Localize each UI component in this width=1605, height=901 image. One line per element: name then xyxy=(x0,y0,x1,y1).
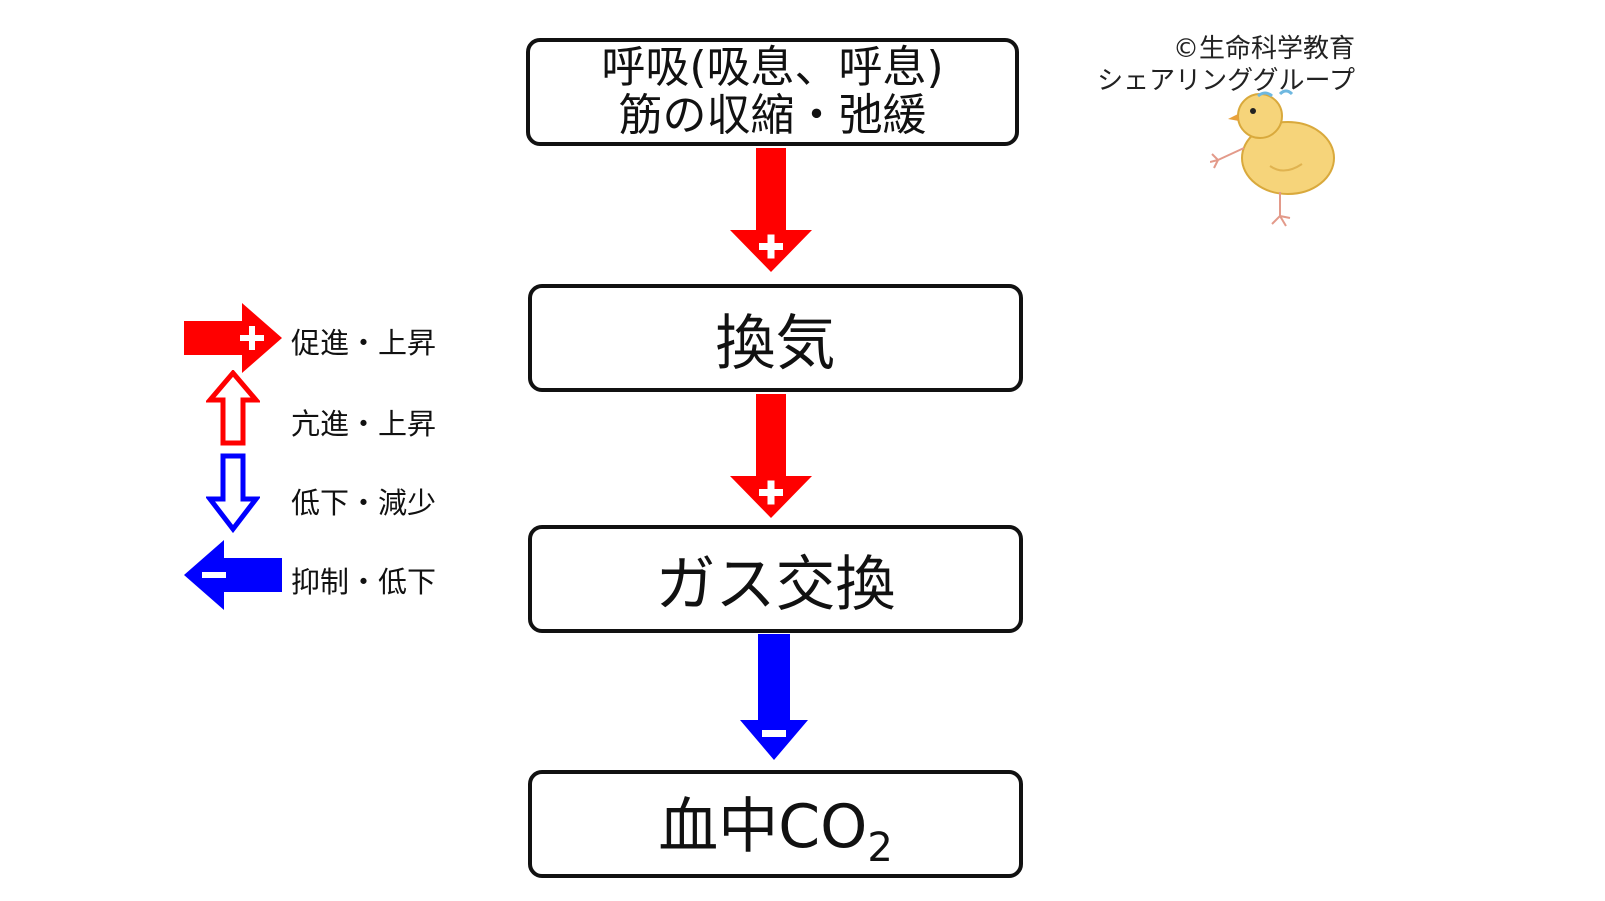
credit-line1: ©生命科学教育 xyxy=(1172,34,1355,64)
box-respiration: 呼吸(吸息、呼息) 筋の収縮・弛緩 xyxy=(526,38,1019,146)
arrow-gas-exchange-to-blood-co2 xyxy=(740,634,808,760)
plus-icon xyxy=(759,480,783,505)
filled-blue-left-arrow-minus-icon xyxy=(184,540,282,610)
filled-red-right-arrow-plus-icon xyxy=(184,303,282,373)
arrow-ventilation-to-gas-exchange xyxy=(730,394,812,518)
box-gas-exchange-label: ガス交換 xyxy=(655,549,896,620)
chick-illustration-icon xyxy=(1210,89,1335,227)
credit-line2: シェアリンググループ xyxy=(1097,66,1355,96)
legend-label-enhance: 亢進・上昇 xyxy=(291,407,437,441)
arrow-respiration-to-ventilation xyxy=(730,148,812,272)
outline-blue-down-arrow-icon xyxy=(206,453,260,533)
box-gas-exchange: ガス交換 xyxy=(528,525,1023,633)
box-blood-co2: 血中CO2 xyxy=(528,770,1023,878)
outline-red-up-arrow-icon xyxy=(206,370,260,446)
legend-label-suppress: 抑制・低下 xyxy=(291,565,437,599)
box-ventilation-label: 換気 xyxy=(715,308,836,379)
box-blood-co2-label: 血中CO2 xyxy=(658,791,893,871)
legend-label-promote: 促進・上昇 xyxy=(291,326,437,360)
plus-icon xyxy=(759,234,783,259)
box-respiration-line2: 筋の収縮・弛緩 xyxy=(618,90,927,141)
box-ventilation: 換気 xyxy=(528,284,1023,392)
box-respiration-line1: 呼吸(吸息、呼息) xyxy=(601,42,944,93)
minus-icon xyxy=(762,730,786,737)
legend-label-decrease: 低下・減少 xyxy=(291,486,437,520)
